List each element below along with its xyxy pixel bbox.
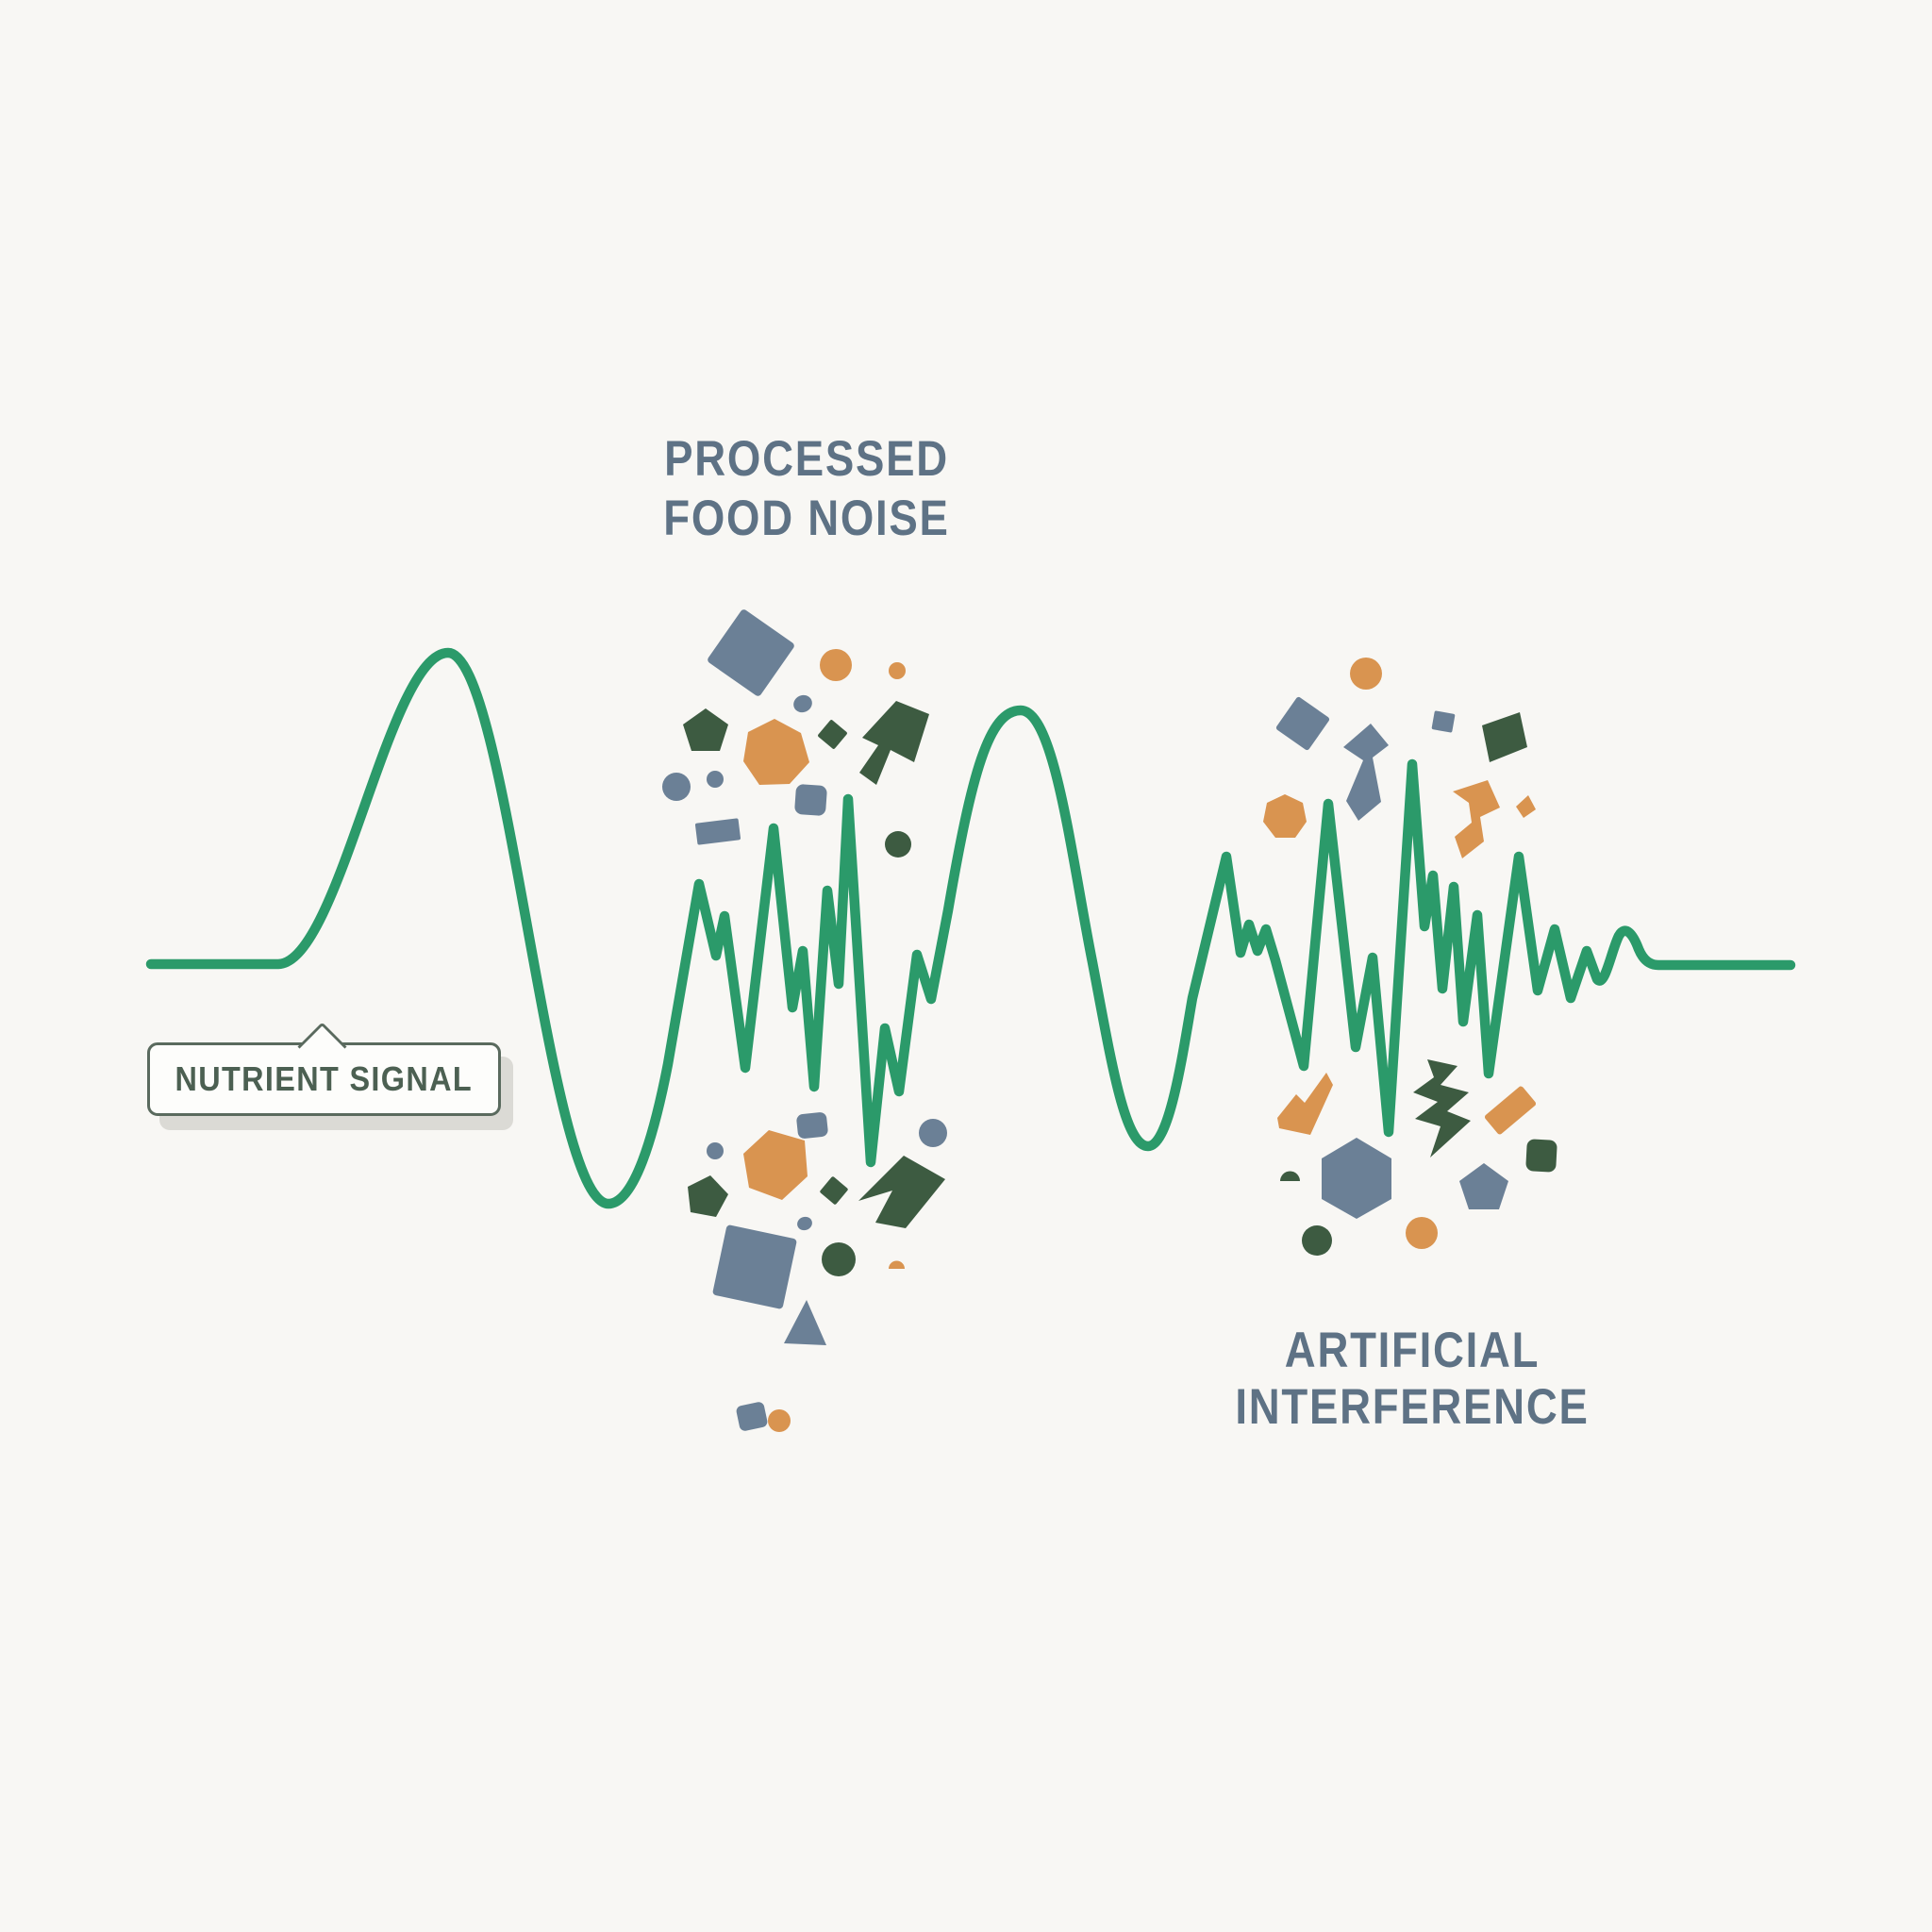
processed-food-noise-title: PROCESSED FOOD NOISE [600, 429, 1014, 548]
orange-bracket-icon [1453, 780, 1500, 858]
orange-heptagon-icon [743, 719, 809, 785]
green-circle-icon [822, 1242, 856, 1276]
green-halfdome-icon [1280, 1171, 1300, 1181]
blue-square-small-icon [1431, 710, 1456, 733]
green-square-small-icon [820, 1176, 848, 1205]
green-diamond-small-icon [818, 720, 847, 749]
blue-square-tiny-icon [736, 1402, 768, 1431]
blue-bar-icon [694, 818, 741, 845]
nutrient-signal-label: NUTRIENT SIGNAL [175, 1059, 474, 1098]
artificial-title-line2: INTERFERENCE [1235, 1379, 1590, 1435]
artificial-interference-title: ARTIFICIAL INTERFERENCE [1206, 1323, 1620, 1436]
processed-title-line1: PROCESSED [664, 431, 949, 487]
blue-rounded-square-icon [796, 1112, 828, 1139]
blue-boomerang-icon [1343, 724, 1389, 821]
orange-halfdot-icon [889, 1260, 905, 1269]
blue-square-large-icon [712, 1224, 797, 1309]
processed-title-line2: FOOD NOISE [663, 491, 950, 546]
green-arrow-icon [858, 1156, 945, 1228]
green-pentagon-icon [688, 1175, 728, 1217]
green-circle-icon [885, 831, 911, 858]
blue-triangle-icon [784, 1300, 826, 1345]
green-circle-icon [1302, 1225, 1332, 1256]
blue-square-icon [1275, 696, 1330, 751]
blue-circle-icon [919, 1119, 947, 1147]
orange-dot-icon [889, 662, 906, 679]
nutrient-signal-callout: NUTRIENT SIGNAL [147, 1022, 501, 1116]
green-rounded-square-icon [1525, 1139, 1557, 1173]
blue-hexagon-icon [1322, 1138, 1391, 1219]
orange-circle-icon [1406, 1217, 1438, 1249]
blue-pentagon-icon [1459, 1163, 1508, 1209]
blue-circle-icon [662, 773, 691, 801]
blue-oval-tiny-icon [797, 1216, 812, 1231]
blue-rounded-square-icon [794, 784, 827, 816]
green-zigzag-icon [1413, 1059, 1471, 1158]
blue-square-large-icon [708, 609, 794, 696]
orange-circle-icon [1350, 658, 1382, 690]
orange-heptagon-icon [1263, 794, 1307, 838]
green-parallelogram-icon [1482, 712, 1527, 762]
orange-blob-icon [743, 1130, 808, 1200]
green-flag-icon [859, 701, 929, 785]
nutrient-signal-waveform [145, 647, 1796, 1209]
blue-dot-icon [707, 1142, 724, 1159]
orange-check-icon [1277, 1073, 1333, 1135]
orange-circle-icon [768, 1409, 791, 1432]
artificial-title-line1: ARTIFICIAL [1284, 1323, 1541, 1378]
orange-bar-icon [1484, 1086, 1537, 1135]
orange-circle-icon [820, 649, 852, 681]
orange-wedge-icon [1516, 795, 1536, 818]
blue-dot-icon [707, 771, 724, 788]
blue-oval-small-icon [793, 694, 812, 713]
green-pentagon-icon [683, 708, 728, 751]
